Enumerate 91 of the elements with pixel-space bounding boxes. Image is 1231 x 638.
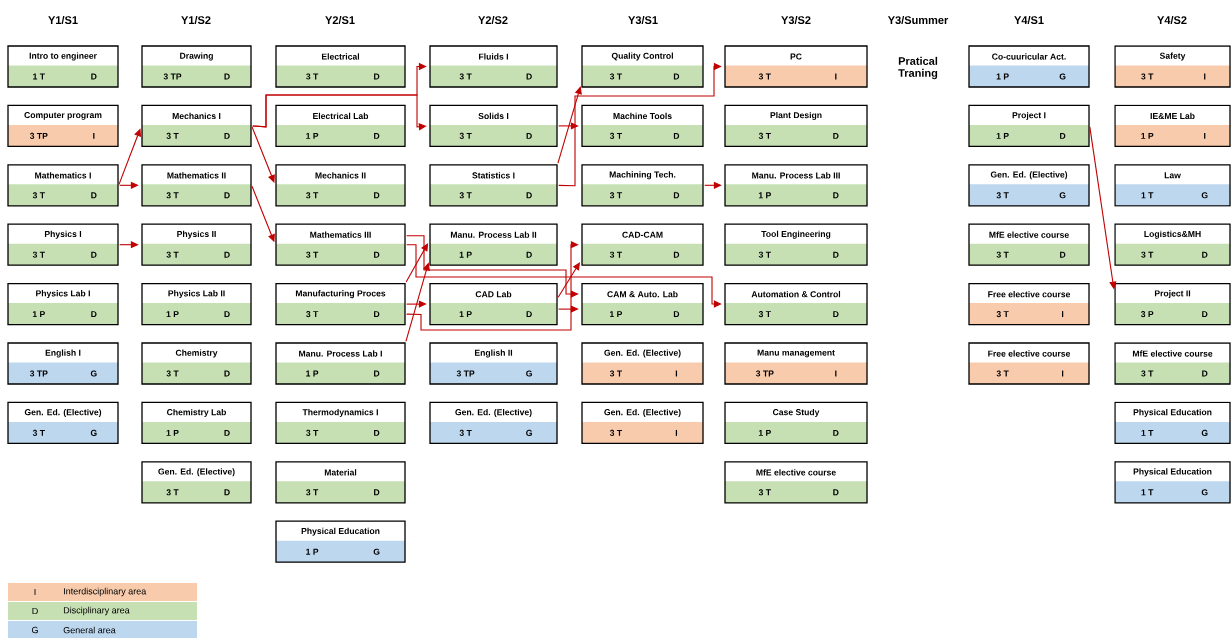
course-box: Gen. Ed. (Elective) 3 T G [429,401,558,445]
column-heading: Y4/S1 [1014,15,1044,25]
column-heading: Y3/S2 [781,15,811,25]
course-box: Statistics I 3 T D [429,164,558,207]
course-box: Gen. Ed. (Elective) 3 T G [968,164,1090,207]
arrow [558,305,579,313]
course-box: Manu. Process Lab II 1 P D [429,223,558,266]
course-box: Tool Engineering 3 T D [724,223,868,266]
course-box: English II 3 TP G [429,342,558,385]
arrow [252,94,427,131]
course-box: CAD Lab 1 P D [429,282,558,326]
course-box: Mathematics II 3 T D [141,164,252,207]
course-box: English I 3 TP G [7,342,119,385]
arrow [406,235,579,298]
course-box: Machine Tools 3 T D [581,104,704,148]
note-text: Pratical Traning [898,56,938,80]
column-heading: Y3/Summer [887,15,949,25]
arrow [406,241,579,331]
column-heading: Y1/S1 [48,15,78,25]
course-box: Fluids I 3 T D [429,45,558,88]
course-box: Gen. Ed. (Elective) 3 T G [7,401,119,445]
legend-text: General area [63,626,116,634]
course-box: Free elective course 3 T I [968,282,1090,326]
course-box: Logistics&MH 3 T D [1114,223,1231,266]
arrow [558,62,722,187]
arrow [557,86,582,164]
course-box: Gen. Ed. (Elective) 3 T D [141,461,252,504]
legend-letter: I [34,588,36,596]
arrow [557,262,580,298]
course-box: IE&ME Lab 1 P I [1114,104,1231,148]
course-box: Drawing 3 TP D [141,45,252,88]
course-box: Intro to engineer 1 T D [7,45,119,88]
course-box: Physics II 3 T D [141,223,252,266]
column-heading: Y3/S1 [628,15,658,25]
course-box: Co-cuuricular Act. 1 P G [968,45,1090,88]
arrow [119,241,139,249]
course-box: Manu. Process Lab I 1 P D [275,342,406,385]
course-box: Case Study 1 P D [724,401,868,445]
course-box: Physical Education 1 T G [1114,401,1231,445]
course-box: Law 1 T G [1114,164,1231,207]
course-box: Gen. Ed. (Elective) 3 T I [581,342,704,385]
course-box: Plant Design 3 T D [724,104,868,148]
arrow [406,300,427,308]
course-box: Physical Education 1 T G [1114,461,1231,504]
course-box: Electrical 3 T D [275,45,406,88]
legend-letter: G [31,626,38,634]
course-box: Free elective course 3 T I [968,342,1090,385]
arrow [118,128,141,185]
course-box: Manufacturing Proces 3 T D [275,282,406,326]
course-box: Safety 3 T I [1114,45,1231,88]
course-box: Project I 1 P D [968,104,1090,148]
course-box: Gen. Ed. (Elective) 3 T I [581,401,704,445]
arrow [558,122,579,130]
legend-text: Disciplinary area [63,606,130,616]
course-box: CAD-CAM 3 T D [581,223,704,266]
course-box: Mechanics I 3 T D [141,104,252,148]
course-box: Chemistry 3 T D [141,342,252,385]
arrow [704,181,722,189]
course-box: Mathematics I 3 T D [7,164,119,207]
course-box: Thermodynamics I 3 T D [275,401,406,445]
column-heading: Y2/S2 [478,15,508,25]
course-box: Mathematics III 3 T D [275,223,406,266]
legend-letter: D [32,607,38,615]
arrow [251,126,275,183]
course-box: PC 3 T I [724,45,868,88]
course-box: Quality Control 3 T D [581,45,704,88]
column-heading: Y2/S1 [325,15,355,25]
course-box: MfE elective course 3 T D [724,461,868,504]
course-box: Chemistry Lab 1 P D [141,401,252,445]
course-box: Physics Lab I 1 P D [7,282,119,326]
column-heading: Y1/S2 [181,15,211,25]
course-box: Manu management 3 TP I [724,342,868,385]
course-box: Physics I 3 T D [7,223,119,266]
arrow [406,244,722,308]
course-box: Physical Education 1 P G [275,520,406,563]
legend-text: Interdisciplinary area [64,587,147,597]
course-box: Physics Lab II 1 P D [141,282,252,326]
course-box: Material 3 T D [275,461,406,504]
course-box: MfE elective course 3 T D [968,223,1090,266]
course-box: MfE elective course 3 T D [1114,342,1231,385]
course-box: Solids I 3 T D [429,104,558,148]
course-box: Computer program 3 TP I [7,104,119,148]
course-box: Mechanics II 3 T D [275,164,406,207]
course-box: Machining Tech. 3 T D [581,164,704,207]
course-box: Manu. Process Lab III 1 P D [724,164,868,207]
arrow [119,181,139,189]
course-box: Electrical Lab 1 P D [275,104,406,148]
course-box: Automation & Control 3 T D [724,282,868,326]
course-box: CAM & Auto. Lab 1 P D [581,282,704,326]
course-box: Project II 3 P D [1114,282,1231,326]
column-heading: Y4/S2 [1157,15,1187,25]
